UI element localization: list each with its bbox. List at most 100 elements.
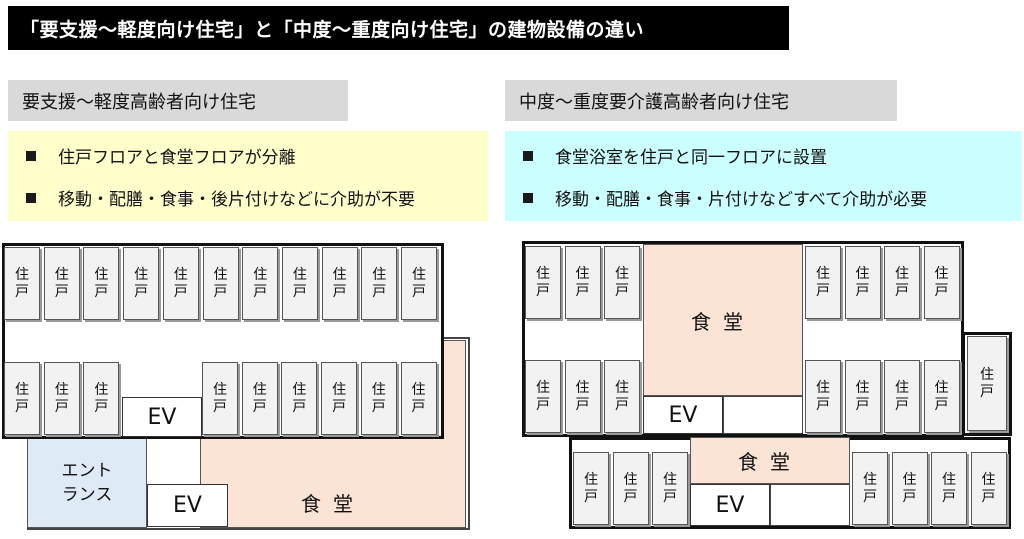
residence-unit-label: 住: [816, 379, 830, 396]
residence-unit-label: 戸: [863, 488, 877, 505]
residence-unit-label: 戸: [94, 398, 109, 415]
residence-unit-label: 住: [895, 379, 909, 396]
residence-unit-label: 戸: [615, 282, 629, 299]
residence-unit-label: 住: [934, 265, 949, 282]
residence-unit: 住戸: [564, 246, 601, 319]
residence-unit-label: 住: [895, 265, 909, 282]
residence-unit-label: 戸: [15, 398, 29, 415]
residence-unit-label: 戸: [15, 283, 29, 300]
residence-unit-label: 戸: [895, 396, 909, 413]
residence-unit-label: 戸: [663, 488, 677, 505]
right-feature-2-text: 移動・配膳・食事・片付けなどすべて介助が必要: [555, 190, 928, 210]
residence-unit-label: 住: [173, 266, 188, 283]
residence-unit-label: 住: [54, 381, 69, 398]
left-entrance-line2: ランス: [61, 485, 113, 505]
residence-unit-label: 住: [863, 471, 877, 488]
right-lower-room: [770, 484, 850, 526]
residence-unit: 住戸: [805, 360, 841, 433]
residence-unit-label: 住: [615, 265, 629, 282]
residence-unit: 住戸: [970, 452, 1007, 525]
residence-unit-label: 戸: [173, 283, 188, 300]
left-upper-ev: EV: [122, 397, 202, 437]
residence-unit: 住戸: [281, 247, 318, 320]
residence-unit-label: 住: [252, 381, 267, 398]
residence-unit-label: 戸: [942, 488, 956, 505]
residence-unit-label: 住: [980, 366, 994, 383]
right-upper-ev: EV: [643, 396, 723, 434]
left-entrance: エントランス: [27, 438, 147, 528]
left-feature-2: 移動・配膳・食事・後片付けなどに介助が不要: [26, 185, 415, 210]
residence-unit-label: 住: [332, 266, 347, 283]
residence-unit: 住戸: [241, 362, 278, 435]
residence-unit-label: 戸: [934, 396, 949, 413]
right-upper-dining: 食堂: [643, 244, 803, 396]
right-upper-dining-label: 食堂: [691, 309, 755, 334]
residence-unit: 住戸: [525, 246, 561, 319]
ev-label: EV: [715, 492, 745, 518]
residence-unit-label: 住: [332, 381, 347, 398]
residence-unit: 住戸: [844, 246, 881, 319]
residence-unit-label: 住: [942, 471, 956, 488]
residence-unit-label: 住: [663, 471, 677, 488]
residence-unit: 住戸: [564, 360, 601, 433]
residence-unit: 住戸: [321, 362, 358, 435]
residence-unit-label: 戸: [623, 488, 638, 505]
residence-unit-label: 戸: [816, 282, 830, 299]
residence-unit-label: 戸: [332, 283, 347, 300]
residence-unit-label: 戸: [980, 383, 994, 400]
residence-unit: 住戸: [43, 247, 80, 320]
residence-unit: 住戸: [202, 362, 238, 435]
right-heading: 中度～重度要介護高齢者向け住宅: [505, 80, 897, 121]
residence-unit-label: 住: [536, 265, 550, 282]
residence-unit-label: 戸: [94, 283, 109, 300]
residence-unit: 住戸: [891, 452, 928, 525]
right-feature-2: 移動・配膳・食事・片付けなどすべて介助が必要: [523, 185, 927, 210]
residence-unit-label: 住: [412, 266, 426, 283]
residence-unit-label: 戸: [902, 488, 917, 505]
residence-unit-label: 戸: [981, 488, 996, 505]
residence-unit-label: 住: [855, 265, 870, 282]
residence-unit-label: 戸: [134, 283, 149, 300]
left-dining-label: 食堂: [301, 492, 365, 516]
residence-unit: 住戸: [852, 452, 888, 525]
residence-unit-label: 戸: [536, 282, 550, 299]
residence-unit-label: 戸: [855, 396, 870, 413]
left-entrance-line1: エント: [61, 461, 113, 481]
residence-unit: 住戸: [525, 360, 561, 433]
residence-unit-label: 戸: [252, 398, 267, 415]
left-feature-1: 住戸フロアと食堂フロアが分離: [26, 143, 296, 168]
residence-unit: 住戸: [884, 246, 920, 319]
residence-unit: 住戸: [923, 246, 960, 319]
residence-unit: 住戸: [652, 452, 688, 525]
left-heading: 要支援～軽度高齢者向け住宅: [8, 80, 348, 121]
residence-unit-label: 住: [575, 265, 590, 282]
residence-unit-label: 住: [134, 266, 149, 283]
residence-unit-label: 住: [902, 471, 917, 488]
residence-unit-label: 住: [536, 379, 550, 396]
residence-unit-label: 戸: [934, 282, 949, 299]
residence-unit-label: 住: [292, 266, 307, 283]
left-lower-corridor: [147, 438, 200, 484]
residence-unit-label: 住: [816, 265, 830, 282]
residence-unit-label: 住: [292, 381, 307, 398]
right-feature-1-text: 食堂浴室を住戸と同一フロアに設置: [555, 148, 827, 168]
page-title: 「要支援～軽度向け住宅」と「中度～重度向け住宅」の建物設備の違い: [8, 6, 789, 50]
left-feature-1-text: 住戸フロアと食堂フロアが分離: [58, 148, 296, 168]
residence-unit-label: 戸: [253, 283, 268, 300]
residence-unit: 住戸: [83, 247, 120, 320]
residence-unit: 住戸: [242, 247, 279, 320]
residence-unit: 住戸: [612, 452, 649, 525]
left-lower-ev: EV: [147, 484, 228, 527]
residence-unit: 住戸: [162, 247, 199, 320]
residence-unit-label: 戸: [536, 396, 550, 413]
ev-label: EV: [668, 402, 698, 428]
residence-unit-label: 戸: [411, 398, 426, 415]
residence-unit: 住戸: [573, 452, 609, 525]
residence-unit-label: 戸: [292, 283, 307, 300]
residence-unit-label: 住: [584, 471, 598, 488]
residence-unit-label: 戸: [54, 283, 69, 300]
residence-unit-label: 住: [94, 266, 109, 283]
residence-unit-label: 住: [15, 381, 29, 398]
residence-unit-label: 住: [855, 379, 870, 396]
ev-label: EV: [147, 404, 177, 430]
